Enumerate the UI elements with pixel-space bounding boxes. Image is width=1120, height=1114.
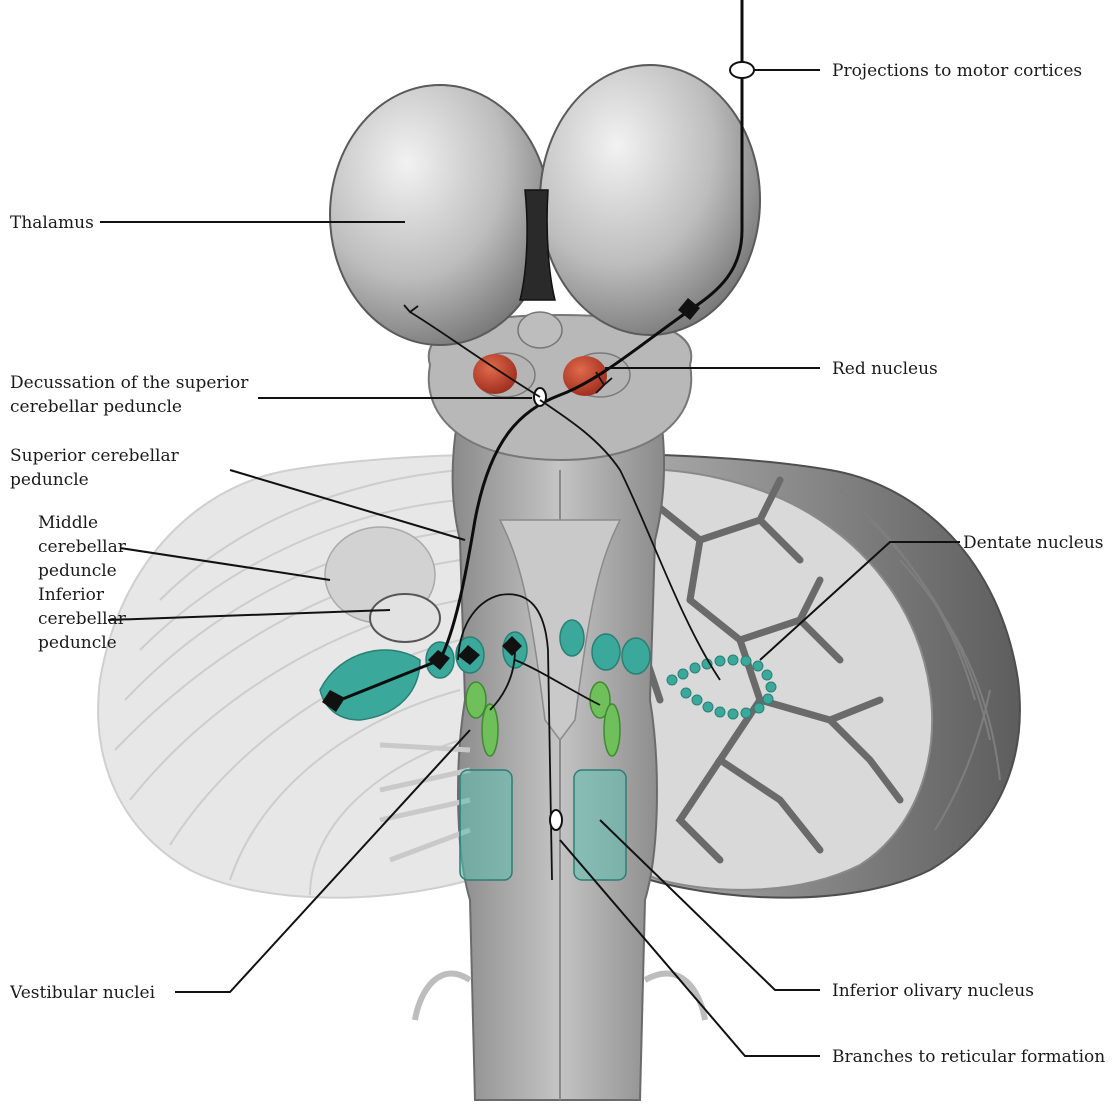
label-vestibular: Vestibular nuclei [9, 983, 156, 1003]
label-icp-1: Inferior [38, 585, 105, 605]
label-dentate: Dentate nucleus [963, 533, 1104, 553]
fiber-bundle-ring-top [730, 62, 754, 78]
label-inferior-olivary: Inferior olivary nucleus [832, 981, 1034, 1001]
red-nucleus-left [473, 354, 517, 394]
label-projections: Projections to motor cortices [832, 61, 1082, 81]
label-decussation-1: Decussation of the superior [10, 373, 249, 393]
thalamus-structure [330, 65, 760, 397]
label-red-nucleus: Red nucleus [832, 359, 938, 379]
label-mcp-1: Middle [38, 513, 98, 533]
label-scp-2: peduncle [10, 470, 89, 490]
thalamus-right [540, 65, 760, 335]
label-reticular: Branches to reticular formation [832, 1047, 1105, 1067]
label-scp-1: Superior cerebellar [10, 446, 180, 466]
label-decussation-2: cerebellar peduncle [10, 397, 182, 417]
pineal-body [518, 312, 562, 348]
label-icp-3: peduncle [38, 633, 117, 653]
thalamus-left [330, 85, 550, 345]
inferior-cerebellar-peduncle-shape [370, 594, 440, 642]
label-mcp-3: peduncle [38, 561, 117, 581]
label-thalamus: Thalamus [10, 213, 94, 233]
label-mcp-2: cerebellar [38, 537, 127, 557]
label-icp-2: cerebellar [38, 609, 127, 629]
fiber-bundle-ring-reticular [550, 810, 562, 830]
